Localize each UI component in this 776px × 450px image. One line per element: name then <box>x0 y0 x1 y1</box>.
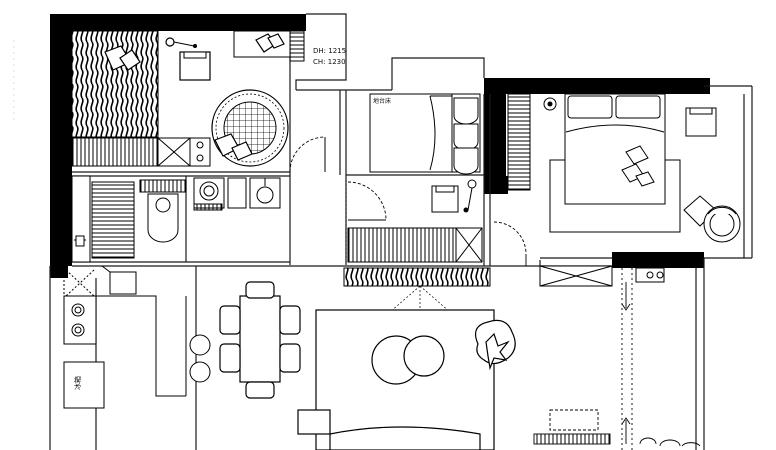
platform-bed-room <box>345 93 483 263</box>
walls <box>50 14 710 278</box>
lower-kitchen <box>63 265 211 409</box>
door-swings <box>347 181 527 266</box>
thin-walls <box>49 13 753 450</box>
platform-bed-tag: 地台床 <box>373 97 391 105</box>
fridge-tag: 冰箱 <box>73 376 82 390</box>
entry-bench <box>343 267 491 313</box>
master-bedroom <box>507 93 741 287</box>
ceiling-height-label: CH: 1230 <box>313 58 346 66</box>
balcony-strip <box>533 268 701 450</box>
living-area <box>297 309 516 450</box>
service-row <box>71 175 281 263</box>
dining-set <box>219 281 301 399</box>
left-margin <box>0 0 46 450</box>
door-height-label: DH: 1215 <box>313 47 346 55</box>
lounge-room <box>71 30 326 173</box>
